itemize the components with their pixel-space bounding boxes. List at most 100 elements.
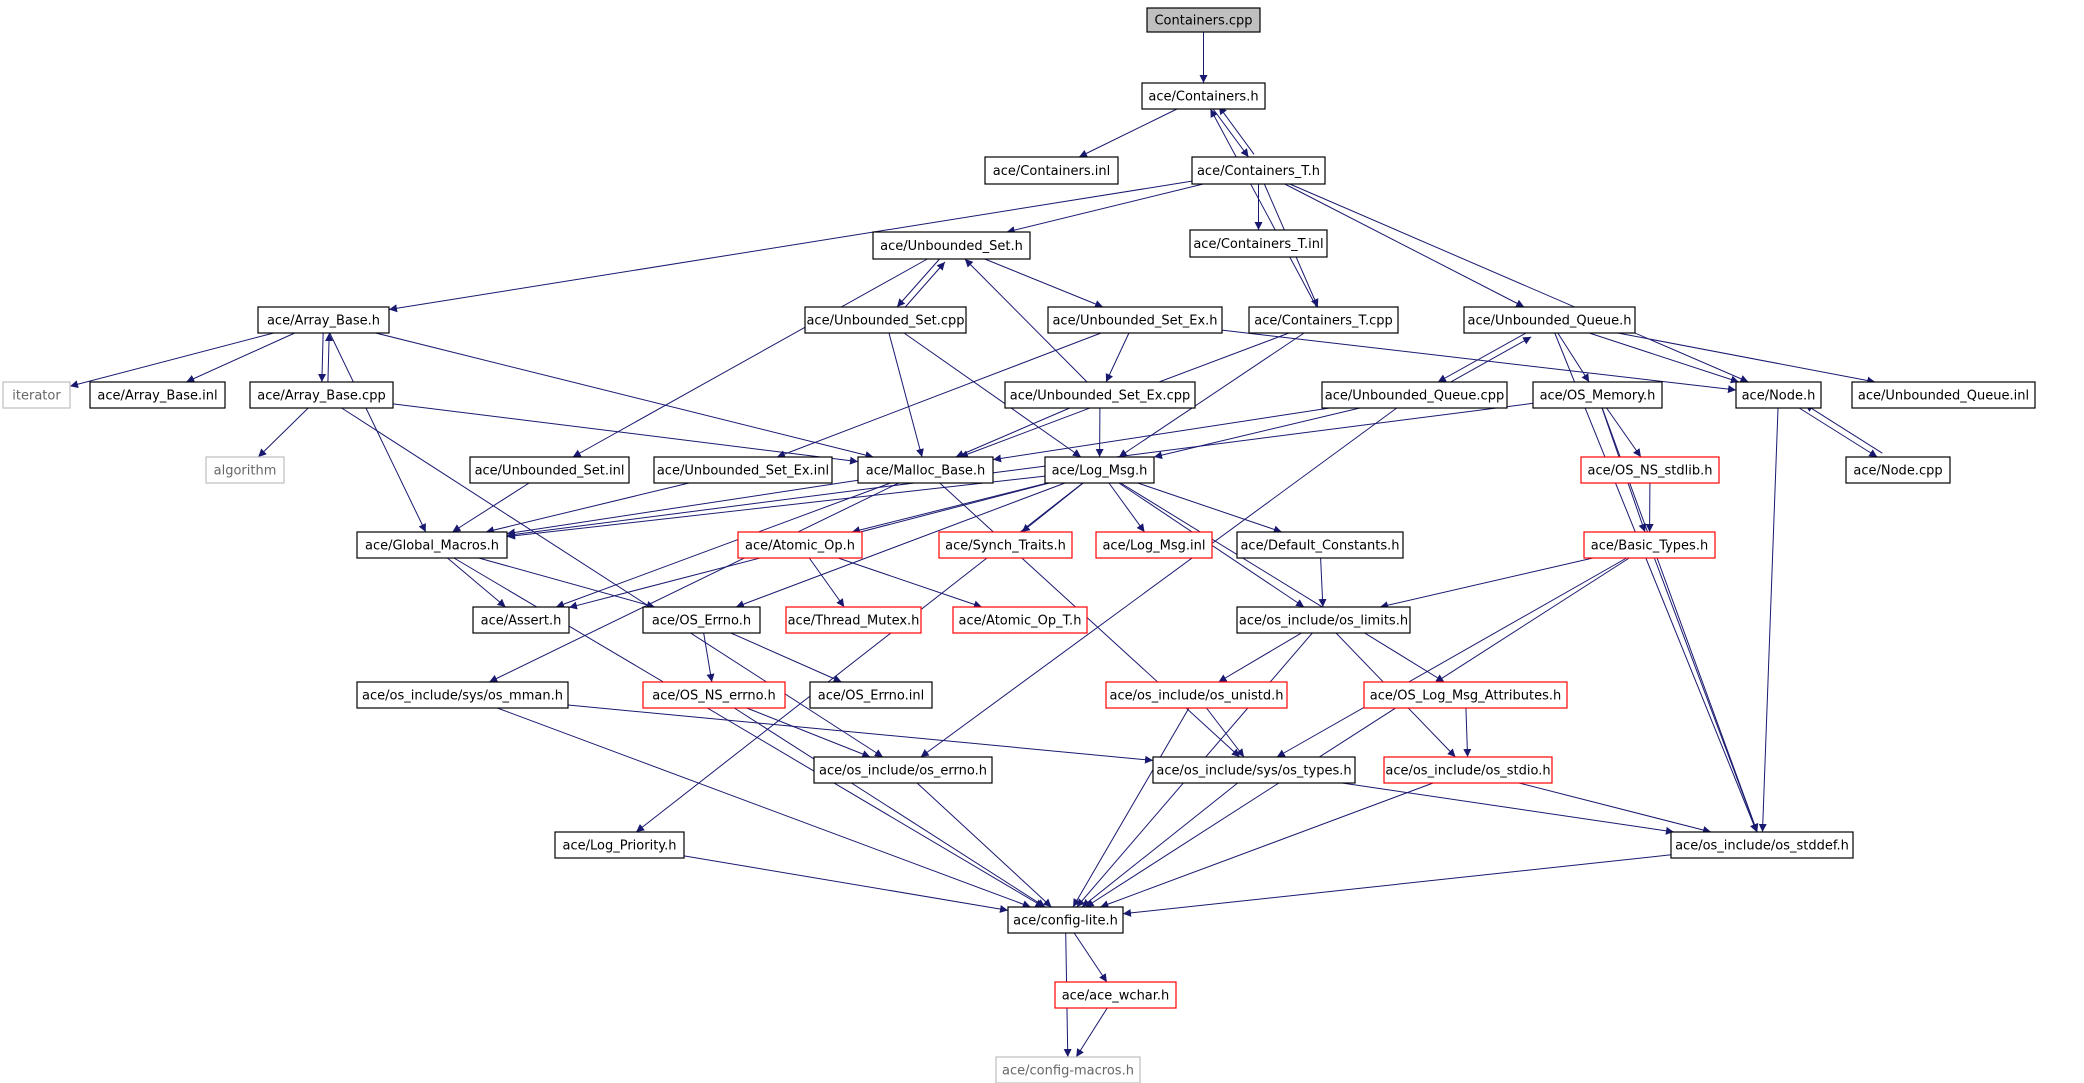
node-array_base_cpp[interactable]: ace/Array_Base.cpp xyxy=(249,381,394,409)
edge-unbounded_queue_h-to-node_h xyxy=(1589,332,1739,384)
node-unbounded_set_cpp[interactable]: ace/Unbounded_Set.cpp xyxy=(804,306,967,334)
edge-containers_t_h-to-unbounded_queue_h xyxy=(1284,183,1525,308)
edge-containers_t_h-to-unbounded_set_h xyxy=(1006,183,1204,234)
node-thread_mutex_h[interactable]: ace/Thread_Mutex.h xyxy=(785,606,922,634)
node-ace_wchar_h[interactable]: ace/ace_wchar.h xyxy=(1054,981,1177,1009)
edge-os_unistd_h-to-config_lite_h xyxy=(1072,707,1190,908)
node-containers_cpp[interactable]: Containers.cpp xyxy=(1146,7,1261,33)
node-unbounded_set_ex_h[interactable]: ace/Unbounded_Set_Ex.h xyxy=(1047,306,1223,334)
node-label: ace/Unbounded_Set_Ex.h xyxy=(1052,314,1217,329)
node-array_base_h[interactable]: ace/Array_Base.h xyxy=(257,306,390,334)
edge-os_errno_h-to-os_ns_errno_h xyxy=(703,632,715,683)
node-os_memory_h[interactable]: ace/OS_Memory.h xyxy=(1532,381,1663,409)
node-label: ace/Array_Base.cpp xyxy=(257,389,385,404)
node-label: ace/Containers.h xyxy=(1148,90,1258,105)
node-box xyxy=(785,606,922,634)
node-unbounded_queue_cpp[interactable]: ace/Unbounded_Queue.cpp xyxy=(1321,381,1508,409)
node-os_errno_inl[interactable]: ace/OS_Errno.inl xyxy=(809,681,933,709)
node-unbounded_queue_h[interactable]: ace/Unbounded_Queue.h xyxy=(1463,306,1636,334)
node-os_ns_stdlib_h[interactable]: ace/OS_NS_stdlib.h xyxy=(1580,456,1720,484)
node-os_unistd_h[interactable]: ace/os_include/os_unistd.h xyxy=(1105,681,1288,709)
node-label: ace/Containers_T.inl xyxy=(1193,237,1323,252)
node-containers_t_cpp[interactable]: ace/Containers_T.cpp xyxy=(1248,306,1399,334)
edge-log_msg_h-to-os_errno_h xyxy=(735,482,1066,608)
node-os_types_h[interactable]: ace/os_include/sys/os_types.h xyxy=(1152,756,1356,784)
node-label: ace/Unbounded_Queue.cpp xyxy=(1325,389,1504,404)
node-label: ace/OS_NS_stdlib.h xyxy=(1588,464,1713,479)
node-os_mman_h[interactable]: ace/os_include/sys/os_mman.h xyxy=(356,681,569,709)
node-config_lite_h[interactable]: ace/config-lite.h xyxy=(1007,906,1124,934)
node-unbounded_set_h[interactable]: ace/Unbounded_Set.h xyxy=(872,231,1031,260)
edge-unbounded_queue_h-to-os_stddef_h xyxy=(1554,332,1758,833)
node-containers_t_h[interactable]: ace/Containers_T.h xyxy=(1191,156,1326,185)
node-box xyxy=(554,831,685,859)
node-basic_types_h[interactable]: ace/Basic_Types.h xyxy=(1583,531,1716,559)
edge-node_cpp-to-node_h xyxy=(1804,403,1883,454)
node-label: ace/os_include/os_limits.h xyxy=(1239,614,1408,629)
node-array_base_inl[interactable]: ace/Array_Base.inl xyxy=(89,381,226,409)
node-node_cpp[interactable]: ace/Node.cpp xyxy=(1845,456,1951,484)
edge-unbounded_set_ex_inl-to-global_macros_h xyxy=(485,482,690,535)
node-log_msg_h[interactable]: ace/Log_Msg.h xyxy=(1044,456,1155,484)
edge-unbounded_set_ex_h-to-unbounded_set_ex_inl xyxy=(776,332,1102,458)
edge-array_base_cpp-to-malloc_base_h xyxy=(392,403,859,465)
edge-node_h-to-node_cpp xyxy=(1798,407,1878,458)
node-label: ace/Assert.h xyxy=(481,614,562,629)
edge-unbounded_set_inl-to-global_macros_h xyxy=(452,482,530,533)
node-os_stdio_h[interactable]: ace/os_include/os_stdio.h xyxy=(1383,756,1553,784)
node-assert_h[interactable]: ace/Assert.h xyxy=(472,606,570,634)
node-os_errno_h[interactable]: ace/OS_Errno.h xyxy=(642,606,761,634)
node-box xyxy=(1047,306,1223,334)
node-atomic_op_h[interactable]: ace/Atomic_Op.h xyxy=(737,531,863,559)
edge-os_unistd_h-to-os_types_h xyxy=(1206,707,1245,758)
node-os_errno_inc_h[interactable]: ace/os_include/os_errno.h xyxy=(813,756,993,784)
node-box xyxy=(642,606,761,634)
node-containers_t_inl[interactable]: ace/Containers_T.inl xyxy=(1189,229,1328,258)
node-box xyxy=(813,756,993,784)
node-label: Containers.cpp xyxy=(1154,14,1252,29)
edge-unbounded_set_cpp-to-unbounded_set_h xyxy=(902,261,946,311)
node-label: ace/Node.cpp xyxy=(1853,464,1942,479)
node-label: ace/Synch_Traits.h xyxy=(945,539,1066,554)
node-unbounded_set_ex_cpp[interactable]: ace/Unbounded_Set_Ex.cpp xyxy=(1004,381,1196,409)
node-box xyxy=(1105,681,1288,709)
node-malloc_base_h[interactable]: ace/Malloc_Base.h xyxy=(857,456,994,484)
node-log_msg_inl[interactable]: ace/Log_Msg.inl xyxy=(1095,531,1213,559)
node-box xyxy=(1191,156,1326,185)
node-box xyxy=(995,1056,1141,1083)
node-unbounded_queue_inl[interactable]: ace/Unbounded_Queue.inl xyxy=(1851,381,2036,409)
node-box xyxy=(952,606,1088,634)
edge-unbounded_set_ex_h-to-unbounded_set_ex_cpp xyxy=(1105,332,1130,383)
edge-malloc_base_h-to-os_mman_h xyxy=(489,482,899,683)
node-node_h[interactable]: ace/Node.h xyxy=(1735,381,1822,409)
node-label: algorithm xyxy=(214,464,277,479)
node-global_macros_h[interactable]: ace/Global_Macros.h xyxy=(356,531,508,559)
node-os_log_msg_attributes_h[interactable]: ace/OS_Log_Msg_Attributes.h xyxy=(1363,681,1568,709)
edge-os_ns_errno_h-to-config_lite_h xyxy=(734,707,1046,908)
node-containers_inl[interactable]: ace/Containers.inl xyxy=(984,156,1119,185)
node-synch_traits_h[interactable]: ace/Synch_Traits.h xyxy=(938,531,1073,559)
node-log_priority_h[interactable]: ace/Log_Priority.h xyxy=(554,831,685,859)
node-os_ns_errno_h[interactable]: ace/OS_NS_errno.h xyxy=(642,681,786,709)
edge-default_constants_h-to-os_limits_h xyxy=(1318,557,1327,608)
node-label: ace/Unbounded_Set_Ex.inl xyxy=(657,464,829,479)
edge-unbounded_set_ex_cpp-to-unbounded_set_h xyxy=(964,258,1088,383)
node-box xyxy=(1580,456,1720,484)
edge-os_types_h-to-config_lite_h xyxy=(1081,782,1238,908)
nodes: Containers.cpp ace/Containers.h ace/Contai… xyxy=(2,7,2036,1083)
edge-os_mman_h-to-os_types_h xyxy=(567,704,1154,764)
node-unbounded_set_inl[interactable]: ace/Unbounded_Set.inl xyxy=(469,456,630,484)
node-os_limits_h[interactable]: ace/os_include/os_limits.h xyxy=(1236,606,1411,634)
node-unbounded_set_ex_inl[interactable]: ace/Unbounded_Set_Ex.inl xyxy=(653,456,833,484)
node-box xyxy=(1152,756,1356,784)
edge-basic_types_h-to-os_types_h xyxy=(1276,557,1627,758)
node-containers_h[interactable]: ace/Containers.h xyxy=(1141,82,1266,110)
edge-config_lite_h-to-ace_wchar_h xyxy=(1073,932,1108,983)
node-default_constants_h[interactable]: ace/Default_Constants.h xyxy=(1236,531,1404,559)
node-atomic_op_t_h[interactable]: ace/Atomic_Op_T.h xyxy=(952,606,1088,634)
node-os_stddef_h[interactable]: ace/os_include/os_stddef.h xyxy=(1670,831,1854,859)
node-box xyxy=(249,381,394,409)
node-box xyxy=(1248,306,1399,334)
edge-unbounded_set_ex_cpp-to-malloc_base_h xyxy=(955,407,1070,458)
node-box xyxy=(472,606,570,634)
